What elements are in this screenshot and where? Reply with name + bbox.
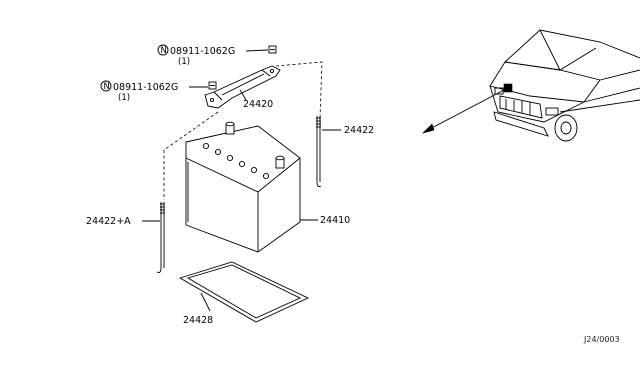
nut-icon <box>268 45 277 54</box>
part-nut-lower[interactable]: N 08911-1062G (1) <box>100 80 217 103</box>
nut-upper-part-number: 08911-1062G <box>170 46 235 57</box>
diagram-reference-code: J24/0003 <box>583 335 620 344</box>
battery-part-number: 24410 <box>320 215 350 226</box>
circled-n-icon <box>100 80 112 92</box>
nut-upper-quantity: (1) <box>178 57 190 67</box>
frame-part-number: 24420 <box>243 99 273 110</box>
tray-part-number: 24428 <box>183 315 213 326</box>
rod-left-part-number: 24422+A <box>86 216 131 227</box>
rod-right-part-number: 24422 <box>344 125 374 136</box>
rod-right[interactable]: 24422 <box>316 116 374 187</box>
circled-n-icon <box>157 44 169 56</box>
battery[interactable]: 24410 <box>185 121 350 253</box>
rod-left[interactable]: 24422+A <box>86 202 165 273</box>
vehicle-location-sketch <box>421 29 640 142</box>
nut-lower-quantity: (1) <box>118 93 130 103</box>
battery-tray[interactable]: 24428 <box>178 261 310 326</box>
nut-upper-symbol: N <box>161 46 167 56</box>
nut-lower-symbol: N <box>104 82 110 92</box>
part-nut-upper[interactable]: N 08911-1062G (1) <box>157 44 277 67</box>
battery-frame[interactable]: 24420 <box>204 65 281 110</box>
nut-icon <box>208 81 217 90</box>
arrow-head-icon <box>421 123 435 134</box>
nut-lower-part-number: 08911-1062G <box>113 82 178 93</box>
